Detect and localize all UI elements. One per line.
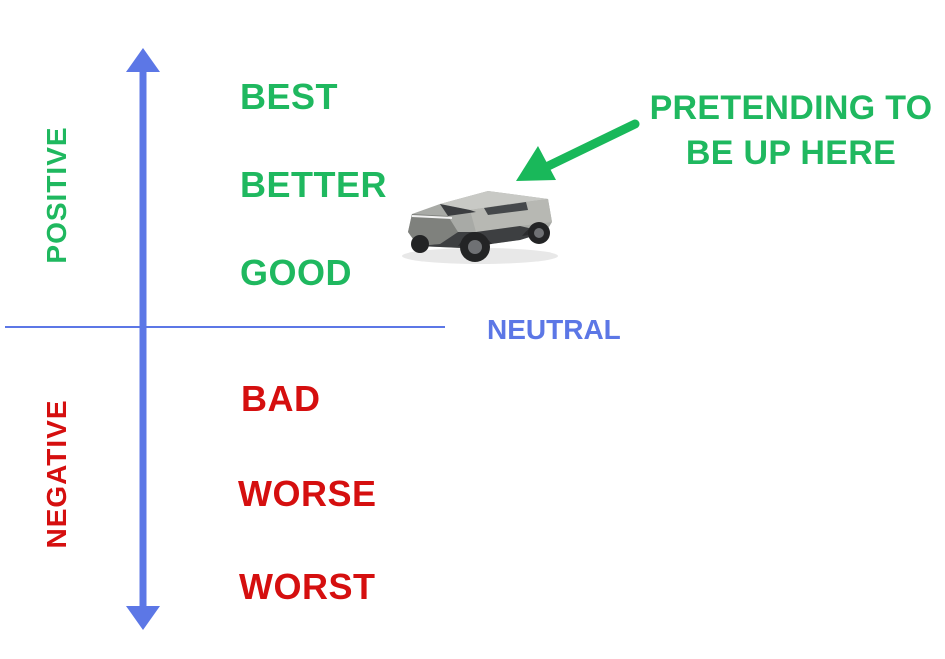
level-worse: WORSE [238, 473, 377, 514]
negative-axis-label: NEGATIVE [41, 399, 72, 549]
neutral-label: NEUTRAL [487, 314, 621, 345]
level-best: BEST [240, 76, 339, 117]
positive-axis-label: POSITIVE [41, 126, 72, 264]
level-good: GOOD [240, 252, 353, 293]
annotation-line-2: BE UP HERE [685, 133, 897, 172]
level-better: BETTER [240, 164, 387, 205]
annotation-line-1: PRETENDING TO [649, 89, 933, 127]
level-bad: BAD [241, 378, 321, 419]
vertical-axis-arrow [126, 48, 160, 630]
cybertruck-icon [402, 191, 558, 264]
axis-arrowhead-up [126, 48, 160, 72]
axis-arrowhead-down [126, 606, 160, 630]
annotation-text: PRETENDING TO BE UP HERE [642, 86, 940, 176]
level-worst: WORST [239, 566, 376, 607]
pointer-arrow [516, 119, 640, 181]
